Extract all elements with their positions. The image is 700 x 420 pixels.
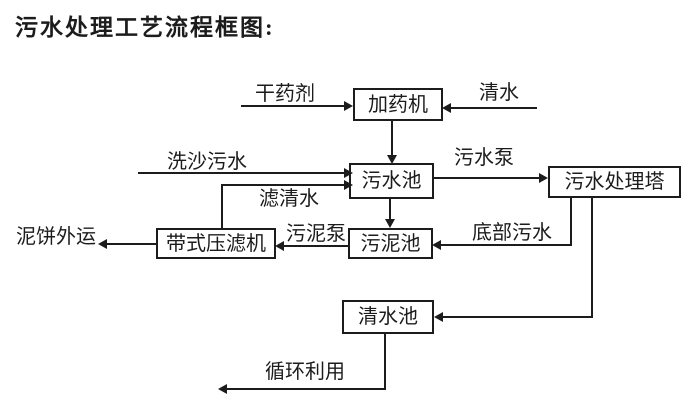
flow-label-bottom-sewage: 底部污水 — [470, 222, 554, 244]
arrowhead-bottom-sewage-icon — [432, 240, 441, 250]
flow-label-filtered-water: 滤清水 — [257, 188, 321, 210]
arrowhead-recycling-icon — [218, 384, 227, 394]
line-tower-to-clear-pool-vertical — [591, 198, 593, 318]
line-dosing-to-sewage-pool — [391, 121, 393, 155]
line-tower-to-clear-pool-horizontal — [443, 316, 593, 318]
node-sewage-pool-label: 污水池 — [361, 170, 422, 192]
line-clean-water — [451, 107, 537, 109]
line-bottom-sewage-vertical — [570, 198, 572, 245]
page-title: 污水处理工艺流程框图: — [15, 15, 275, 40]
arrowhead-dosing-to-sewage-pool-icon — [387, 155, 397, 164]
flow-label-sand-wash-sewage: 洗沙污水 — [165, 151, 249, 173]
node-treatment-tower-label: 污水处理塔 — [564, 171, 665, 193]
arrowhead-dry-chemical-icon — [344, 101, 353, 111]
flow-label-mud-cake-out: 泥饼外运 — [14, 226, 98, 248]
node-belt-filter-press-label: 带式压滤机 — [166, 232, 266, 255]
flow-label-dry-chemical: 干药剂 — [253, 83, 317, 105]
arrowhead-clean-water-icon — [442, 103, 451, 113]
flow-label-recycling: 循环利用 — [263, 361, 347, 383]
line-recycling-vertical — [384, 334, 386, 390]
node-sewage-pool: 污水池 — [349, 163, 434, 199]
node-treatment-tower: 污水处理塔 — [548, 166, 681, 198]
node-sludge-pool-label: 污泥池 — [360, 232, 421, 255]
line-sewage-pump — [434, 177, 539, 179]
node-belt-filter-press: 带式压滤机 — [156, 228, 276, 259]
flow-label-sludge-pump: 污泥泵 — [284, 223, 348, 245]
line-recycling-horizontal — [227, 388, 386, 390]
flow-label-clean-water: 清水 — [477, 82, 521, 104]
line-sewage-pool-to-sludge-pool — [389, 199, 391, 219]
line-filtered-water-vertical — [221, 186, 223, 228]
arrowhead-sewage-pump-icon — [539, 173, 548, 183]
arrowhead-tower-to-clear-pool-icon — [434, 312, 443, 322]
node-sludge-pool: 污泥池 — [348, 228, 433, 259]
line-dry-chemical — [241, 105, 344, 107]
arrowhead-sand-wash-sewage-icon — [344, 168, 353, 178]
node-dosing-machine: 加药机 — [353, 88, 443, 121]
line-filtered-water-horizontal — [221, 184, 344, 186]
arrowhead-sewage-pool-to-sludge-pool-icon — [385, 219, 395, 228]
node-dosing-machine-label: 加药机 — [368, 93, 428, 116]
arrowhead-filtered-water-icon — [344, 180, 353, 190]
line-mud-cake-out — [107, 243, 157, 245]
flow-label-sewage-pump: 污水泵 — [452, 147, 516, 169]
node-clear-water-pool-label: 清水池 — [358, 306, 418, 328]
arrowhead-sludge-pump-icon — [275, 241, 284, 251]
line-sand-wash-sewage — [138, 172, 344, 174]
line-sludge-pump — [284, 245, 348, 247]
node-clear-water-pool: 清水池 — [342, 300, 434, 334]
arrowhead-mud-cake-out-icon — [98, 239, 107, 249]
line-bottom-sewage-horizontal — [441, 244, 572, 246]
